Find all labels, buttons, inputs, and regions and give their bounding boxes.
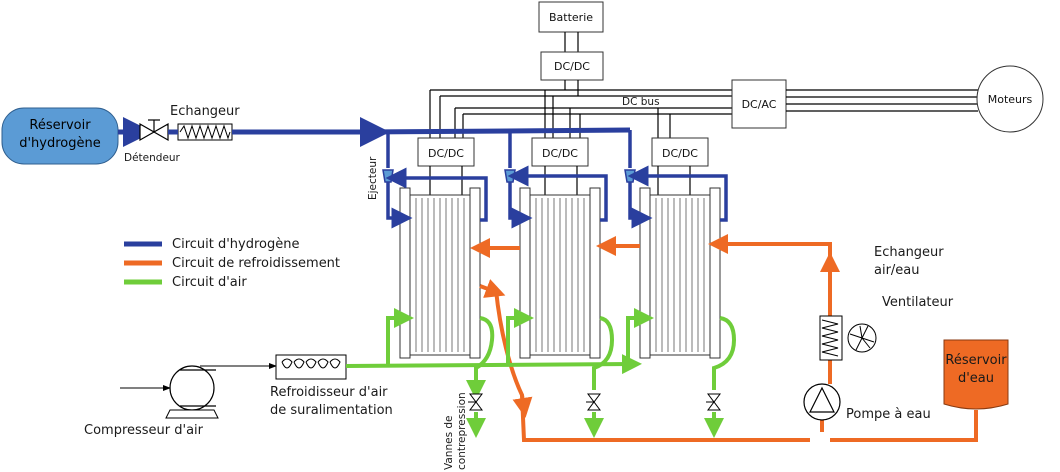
backpressure-valve-icon — [706, 393, 721, 411]
coolant-return — [512, 394, 533, 418]
air-water-exchanger-label: Echangeur — [874, 245, 944, 260]
air-outlet — [712, 316, 737, 390]
coolant-supply — [708, 234, 832, 280]
svg-text:DC/DC: DC/DC — [662, 147, 698, 160]
air-compressor-label: Compresseur d'air — [84, 423, 204, 438]
backpressure-valve-icon — [586, 393, 601, 411]
svg-text:Réservoir: Réservoir — [945, 353, 1007, 368]
air-outlet — [592, 316, 615, 390]
svg-text:Moteurs: Moteurs — [988, 93, 1033, 106]
air-inlet — [626, 308, 654, 364]
legend-label: Circuit de refroidissement — [172, 256, 340, 271]
fuel-cell-stack-1: DC/DC — [399, 137, 481, 359]
svg-text:Réservoir: Réservoir — [29, 118, 91, 133]
air-outlet — [466, 316, 495, 400]
dcdc-battery: DC/DC — [540, 51, 604, 81]
motor-wires — [786, 89, 978, 112]
battery-label: Batterie — [549, 11, 593, 24]
svg-text:DC/DC: DC/DC — [542, 147, 578, 160]
svg-text:DC/DC: DC/DC — [428, 147, 464, 160]
fan-icon — [847, 323, 877, 353]
svg-text:d'eau: d'eau — [958, 371, 994, 386]
legend: Circuit d'hydrogène Circuit de refroidis… — [124, 237, 340, 290]
air-main-pipe — [345, 354, 642, 375]
expander-label: Détendeur — [124, 152, 181, 164]
h2-header-pipe — [371, 127, 631, 135]
dc-bus-label: DC bus — [622, 96, 660, 108]
svg-text:contrepression: contrepression — [456, 392, 468, 470]
water-tank: Réservoir d'eau — [943, 339, 1009, 410]
water-pump-label: Pompe à eau — [846, 407, 931, 422]
hydrogen-exchanger-icon — [177, 123, 233, 141]
air-inlet — [386, 308, 414, 366]
air-compressor — [165, 365, 219, 419]
ejector-3 — [624, 165, 728, 229]
ejector-2 — [504, 165, 608, 229]
charge-air-cooler-label: Refroidisseur d'air — [270, 385, 388, 400]
svg-text:de suralimentation: de suralimentation — [270, 403, 393, 418]
fuel-cell-stack-3: DC/DC — [639, 137, 721, 359]
svg-text:d'hydrogène: d'hydrogène — [19, 136, 101, 151]
legend-label: Circuit d'hydrogène — [172, 237, 300, 252]
legend-label: Circuit d'air — [172, 275, 247, 290]
coolant-return — [479, 279, 506, 298]
water-pump — [803, 383, 841, 421]
expander-valve-icon — [139, 119, 169, 142]
motors: Moteurs — [976, 65, 1044, 133]
exchanger-label: Echangeur — [170, 104, 240, 119]
dcac-converter: DC/AC — [731, 79, 787, 129]
battery: Batterie — [538, 1, 604, 33]
backpressure-valves-label: Vannes de — [443, 415, 455, 470]
hydrogen-tank: Réservoir d'hydrogène — [1, 107, 119, 165]
charge-air-cooler-icon — [275, 354, 347, 380]
backpressure-valve-icon — [468, 393, 483, 411]
water-tank-pipe — [830, 410, 978, 442]
ejector-1 — [382, 167, 488, 229]
ejector-label: Ejecteur — [367, 156, 379, 200]
svg-text:DC/AC: DC/AC — [742, 98, 777, 111]
fuel-cell-stack-2: DC/DC — [519, 137, 601, 359]
air-water-exchanger-icon — [819, 315, 843, 361]
fan-label: Ventilateur — [882, 295, 954, 310]
svg-text:air/eau: air/eau — [874, 263, 920, 278]
air-inlet — [506, 308, 534, 364]
svg-text:DC/DC: DC/DC — [554, 60, 590, 73]
